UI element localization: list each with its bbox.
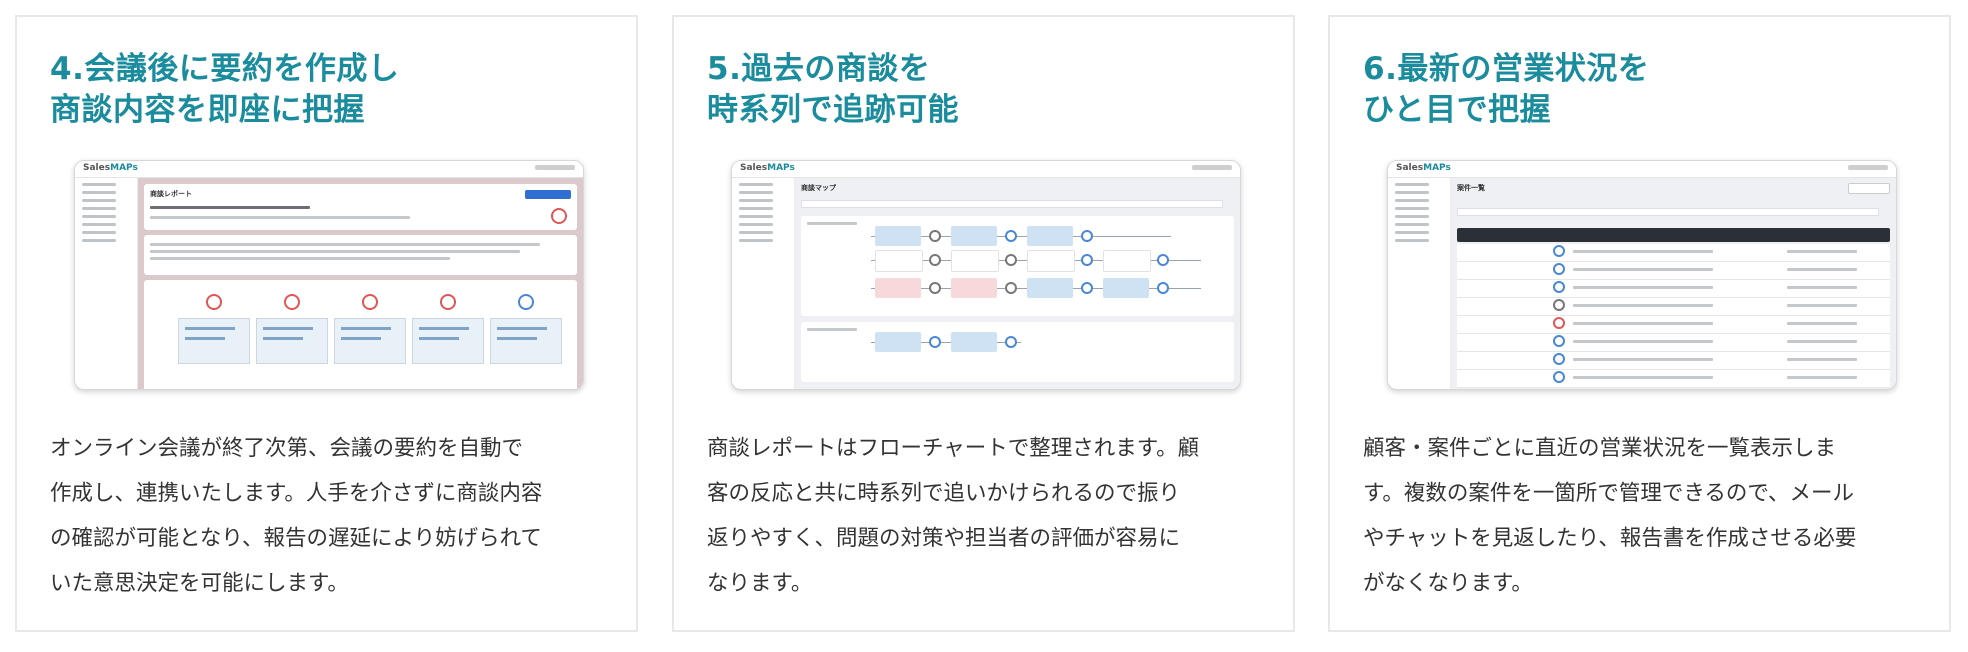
card-title-line1: 4.会議後に要約を作成し — [50, 51, 400, 87]
description-line: 作成し、連携いたします。人手を介さずに商談内容 — [50, 481, 543, 506]
app-sidebar — [732, 178, 795, 389]
card-title-line1: 6.最新の営業状況を — [1363, 51, 1650, 87]
screenshot-deal-list: SalesMAPs 案件一覧 — [1387, 160, 1897, 390]
description-line: 商談レポートはフローチャートで整理されます。顧 — [707, 436, 1200, 461]
card-title-line1: 5.過去の商談を — [707, 51, 931, 87]
sad-face-icon — [440, 294, 456, 310]
app-header: SalesMAPs — [75, 161, 583, 178]
description-line: 顧客・案件ごとに直近の営業状況を一覧表示しま — [1363, 436, 1837, 461]
sad-face-icon — [206, 294, 222, 310]
card-title-line2: ひと目で把握 — [1363, 92, 1552, 128]
flow-panel — [801, 216, 1234, 316]
user-menu — [535, 165, 575, 170]
card-title: 5.過去の商談を 時系列で追跡可能 — [707, 49, 959, 131]
flow-panel-2 — [801, 322, 1234, 382]
card-title-line2: 商談内容を即座に把握 — [50, 92, 365, 128]
sad-face-icon — [284, 294, 300, 310]
table-row — [1457, 352, 1890, 370]
card-title: 6.最新の営業状況を ひと目で把握 — [1363, 49, 1649, 131]
description-line: 返りやすく、問題の対策や担当者の評価が容易に — [707, 526, 1181, 551]
description-line: やチャットを見返したり、報告書を作成させる必要 — [1363, 526, 1857, 551]
app-main: 案件一覧 — [1451, 178, 1896, 389]
app-logo: SalesMAPs — [1396, 163, 1451, 173]
feature-card-summary: 4.会議後に要約を作成し 商談内容を即座に把握 SalesMAPs 商談レポート — [15, 15, 638, 632]
table-row — [1457, 262, 1890, 280]
table-row — [1457, 334, 1890, 352]
sad-face-icon — [362, 294, 378, 310]
card-description: オンライン会議が終了次第、会議の要約を自動で 作成し、連携いたします。人手を介さ… — [50, 426, 542, 606]
user-menu — [1192, 165, 1232, 170]
sad-face-icon — [551, 208, 567, 224]
screen-title: 商談マップ — [801, 184, 836, 192]
screen-title: 商談レポート — [150, 190, 192, 198]
app-sidebar — [1388, 178, 1451, 389]
feature-card-timeline: 5.過去の商談を 時系列で追跡可能 SalesMAPs 商談マップ — [672, 15, 1295, 632]
neutral-face-icon — [518, 294, 534, 310]
app-header: SalesMAPs — [1388, 161, 1896, 178]
card-title: 4.会議後に要約を作成し 商談内容を即座に把握 — [50, 49, 399, 131]
timeline-panel — [144, 280, 577, 389]
description-line: なります。 — [707, 571, 813, 596]
app-header: SalesMAPs — [732, 161, 1240, 178]
screen-title: 案件一覧 — [1457, 184, 1485, 192]
report-header-panel: 商談レポート — [144, 184, 577, 230]
user-menu — [1848, 165, 1888, 170]
table-header — [1457, 228, 1890, 242]
table-row — [1457, 244, 1890, 262]
app-logo: SalesMAPs — [83, 163, 138, 173]
feature-card-status: 6.最新の営業状況を ひと目で把握 SalesMAPs 案件一覧 — [1328, 15, 1951, 632]
description-line: オンライン会議が終了次第、会議の要約を自動で — [50, 436, 524, 461]
app-main: 商談レポート — [138, 178, 583, 389]
card-description: 商談レポートはフローチャートで整理されます。顧 客の反応と共に時系列で追いかけら… — [707, 426, 1199, 606]
screenshot-deal-map: SalesMAPs 商談マップ — [731, 160, 1241, 390]
table-row — [1457, 370, 1890, 388]
description-line: の確認が可能となり、報告の遅延により妨げられて — [50, 526, 542, 551]
app-sidebar — [75, 178, 138, 389]
app-main: 商談マップ — [795, 178, 1240, 389]
summary-panel — [144, 235, 577, 275]
app-logo: SalesMAPs — [740, 163, 795, 173]
description-line: 客の反応と共に時系列で追いかけられるので振り — [707, 481, 1181, 506]
description-line: いた意思決定を可能にします。 — [50, 571, 349, 596]
table-row — [1457, 316, 1890, 334]
table-row — [1457, 280, 1890, 298]
description-line: がなくなります。 — [1363, 571, 1533, 596]
card-title-line2: 時系列で追跡可能 — [707, 92, 959, 128]
card-description: 顧客・案件ごとに直近の営業状況を一覧表示しま す。複数の案件を一箇所で管理できる… — [1363, 426, 1856, 606]
table-row — [1457, 298, 1890, 316]
description-line: す。複数の案件を一箇所で管理できるので、メール — [1363, 481, 1855, 506]
screenshot-meeting-report: SalesMAPs 商談レポート — [74, 160, 584, 390]
